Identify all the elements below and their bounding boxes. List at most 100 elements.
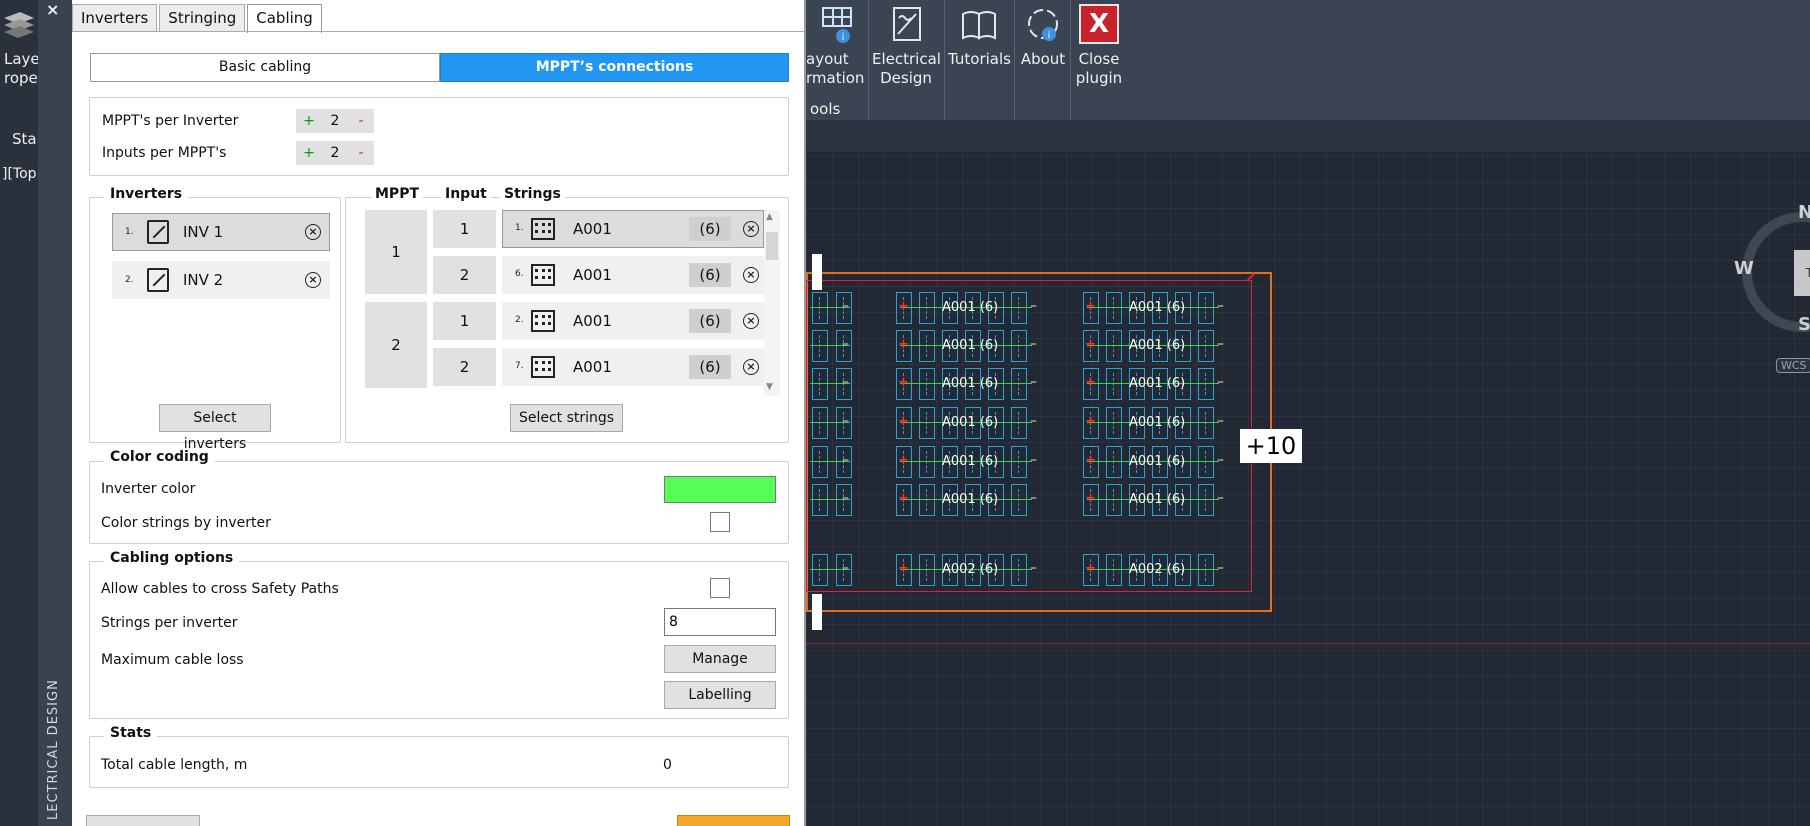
pv-module [965, 292, 981, 324]
mppt-config-box [89, 97, 789, 176]
string-row[interactable]: 6. A001 (6) × [502, 256, 764, 294]
inputs-increment-button[interactable]: + [303, 145, 315, 161]
pv-module [919, 292, 935, 324]
string-name: A001 [573, 266, 612, 284]
mppt-decrement-button[interactable]: - [358, 113, 364, 129]
select-strings-button[interactable]: Select strings [510, 404, 623, 432]
remove-inverter-icon[interactable]: × [305, 224, 321, 240]
strings-scrollbar[interactable]: ▲ ▼ [764, 210, 780, 396]
inverter-item[interactable]: 1. INV 1 × [112, 213, 330, 251]
tab-cabling[interactable]: Cabling [247, 4, 322, 33]
pv-module [1129, 484, 1145, 516]
string-row[interactable]: 2. A001 (6) × [502, 302, 764, 340]
pv-module [1152, 407, 1168, 439]
minus-terminal: – [842, 374, 849, 390]
basic-cabling-toggle[interactable]: Basic cabling [90, 53, 440, 82]
view-label[interactable]: ][Top][ [2, 166, 48, 182]
pv-module [836, 554, 852, 586]
scroll-down-icon[interactable]: ▼ [766, 382, 773, 392]
inverter-icon [147, 220, 169, 244]
plus-terminal: + [1085, 491, 1096, 506]
start-tab[interactable]: Star [12, 130, 43, 148]
color-coding-title: Color coding [104, 449, 215, 465]
compass-south[interactable]: S [1798, 314, 1810, 335]
inverter-number: 2. [125, 275, 134, 285]
pv-module [1152, 554, 1168, 586]
scroll-up-icon[interactable]: ▲ [766, 212, 773, 222]
plus-terminal: + [1085, 561, 1096, 576]
pv-module [942, 292, 958, 324]
ribbon-separator [868, 0, 869, 120]
select-inverters-button[interactable]: Select inverters [159, 404, 271, 452]
labelling-button[interactable]: Labelling [664, 681, 776, 709]
string-name: A001 [573, 358, 612, 376]
minus-terminal: – [842, 413, 849, 429]
ribbon-separator [1070, 0, 1071, 120]
more-count-badge[interactable]: +10 [1240, 429, 1302, 463]
strings-per-inverter-input[interactable] [664, 608, 776, 636]
plus-terminal: + [1085, 414, 1096, 429]
pv-module [988, 407, 1004, 439]
start-cabling-button[interactable] [677, 815, 790, 826]
mppt-connections-toggle[interactable]: MPPT’s connections [440, 53, 789, 82]
mppt-value: 2 [330, 113, 340, 129]
inverter-color-swatch[interactable] [664, 476, 776, 503]
layer-properties-icon[interactable] [0, 8, 36, 48]
pv-module [1129, 368, 1145, 400]
tutorials-button[interactable]: Tutorials [948, 4, 1011, 116]
remove-string-icon[interactable]: × [743, 313, 759, 329]
mppt-per-inverter-stepper: + 2 - [296, 109, 374, 133]
electrical-design-label: Electrical Design [872, 50, 941, 87]
string-label: A001 (6) [942, 338, 999, 353]
cross-safety-paths-checkbox[interactable] [710, 578, 730, 598]
color-by-inverter-checkbox[interactable] [710, 512, 730, 532]
string-label: A002 (6) [942, 562, 999, 577]
pv-module [896, 484, 912, 516]
remove-inverter-icon[interactable]: × [305, 272, 321, 288]
string-row[interactable]: 1. A001 (6) × [502, 210, 764, 248]
inverter-icon [147, 268, 169, 292]
viewcube-compass[interactable]: TO N W S WCS [1734, 200, 1810, 373]
pv-module [1011, 407, 1027, 439]
plus-terminal: + [898, 491, 909, 506]
inverter-item[interactable]: 2. INV 2 × [112, 261, 330, 299]
mppt-per-inverter-label: MPPT's per Inverter [102, 113, 239, 129]
string-cable [1087, 307, 1219, 308]
compass-north[interactable]: N [1798, 202, 1810, 223]
string-label: A002 (6) [1129, 562, 1186, 577]
pv-string-icon [531, 356, 555, 378]
mppt-increment-button[interactable]: + [303, 113, 315, 129]
string-cable [900, 307, 1032, 308]
bottom-left-button[interactable] [86, 815, 200, 826]
remove-string-icon[interactable]: × [743, 221, 759, 237]
close-plugin-button[interactable]: X Close plugin [1074, 4, 1124, 116]
tab-stringing[interactable]: Stringing [159, 4, 246, 31]
scroll-thumb[interactable] [766, 232, 778, 260]
remove-string-icon[interactable]: × [743, 359, 759, 375]
inputs-decrement-button[interactable]: - [358, 145, 364, 161]
pv-module [965, 484, 981, 516]
pv-module [1129, 292, 1145, 324]
pv-module [965, 407, 981, 439]
wcs-button[interactable]: WCS [1776, 358, 1810, 373]
ribbon-separator [944, 0, 945, 120]
palette-close-icon[interactable]: × [46, 0, 60, 19]
electrical-design-button[interactable]: Electrical Design [872, 4, 941, 116]
left-palette [0, 0, 38, 826]
pv-module [1106, 330, 1122, 362]
tab-inverters[interactable]: Inverters [72, 4, 158, 31]
inputs-value: 2 [330, 145, 340, 161]
manage-button[interactable]: Manage [664, 645, 776, 673]
about-button[interactable]: i About [1018, 4, 1068, 116]
pv-module [942, 330, 958, 362]
string-row[interactable]: 7. A001 (6) × [502, 348, 764, 386]
minus-terminal: – [1217, 452, 1224, 468]
pv-module [1011, 484, 1027, 516]
layout-information-button[interactable]: i ayout rmation [806, 4, 868, 116]
remove-string-icon[interactable]: × [743, 267, 759, 283]
pv-module [1198, 407, 1214, 439]
viewcube-top-face[interactable]: TO [1794, 250, 1810, 296]
pv-module [1083, 407, 1099, 439]
compass-west[interactable]: W [1734, 258, 1754, 279]
string-label: A001 (6) [1129, 376, 1186, 391]
